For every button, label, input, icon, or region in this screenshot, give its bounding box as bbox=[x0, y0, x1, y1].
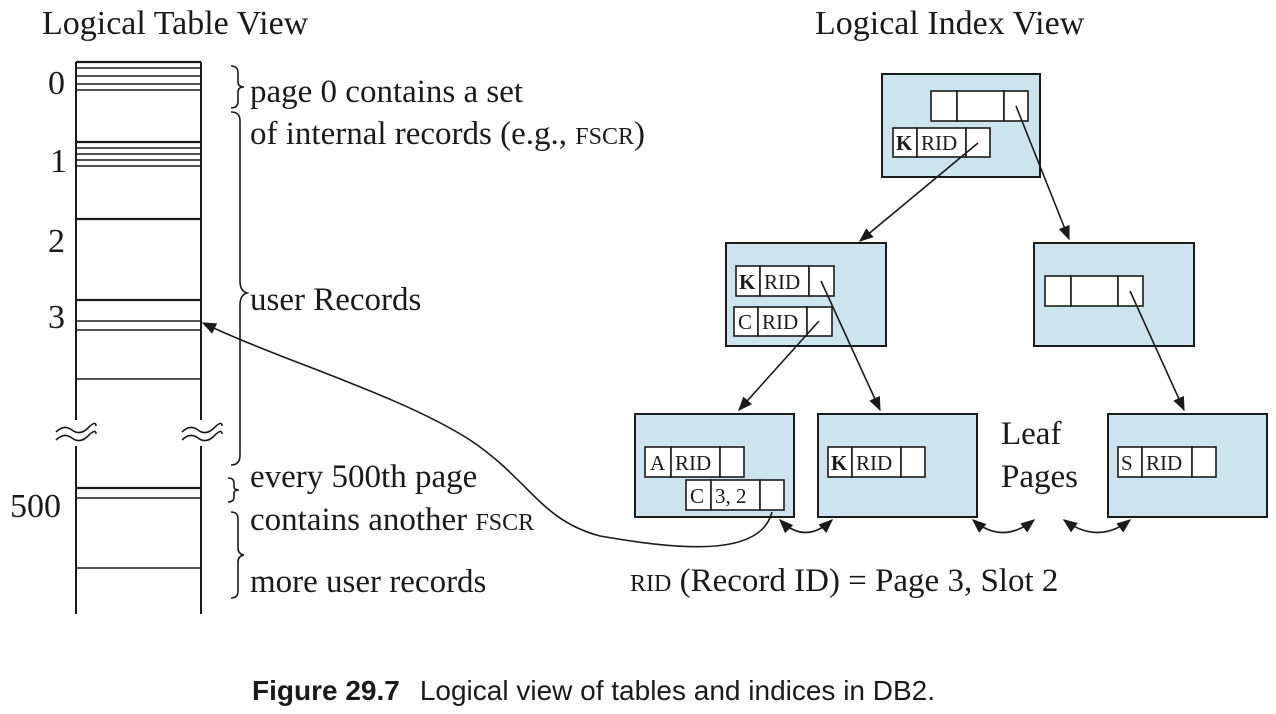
leaf1-key-2: C bbox=[690, 484, 704, 508]
note-user-records: user Records bbox=[250, 282, 421, 318]
root-key: K bbox=[896, 131, 913, 155]
root-node: K RID bbox=[881, 73, 1041, 178]
leaf-pages-label-line2: Pages bbox=[1001, 459, 1078, 495]
break-marks bbox=[55, 422, 223, 442]
note-page0-line2: of internal records (e.g., FSCR) bbox=[250, 116, 645, 152]
page-label-500: 500 bbox=[10, 488, 61, 525]
note-every500-line1: every 500th page bbox=[250, 459, 477, 495]
mid-left-key-1: K bbox=[739, 270, 756, 294]
leaf1-rid-2: 3, 2 bbox=[715, 484, 747, 508]
table-column bbox=[75, 60, 202, 614]
leaf2-rid: RID bbox=[856, 451, 892, 475]
index-view-heading: Logical Index View bbox=[815, 5, 1085, 42]
page-label-3: 3 bbox=[48, 299, 65, 336]
leaf3-key: S bbox=[1121, 451, 1133, 475]
leaf-sibling-links bbox=[778, 518, 1132, 534]
mid-left-rid-2: RID bbox=[762, 310, 798, 334]
leaf-pages-label-line1: Leaf bbox=[1001, 416, 1061, 452]
table-view-heading: Logical Table View bbox=[42, 5, 309, 42]
leaf-node-1: A RID C 3, 2 bbox=[634, 413, 795, 518]
rid-pointer-arrow bbox=[201, 322, 773, 548]
leaf-node-2: K RID bbox=[817, 413, 978, 518]
root-rid: RID bbox=[921, 131, 957, 155]
mid-left-rid-1: RID bbox=[764, 270, 800, 294]
rid-note: RID (Record ID) = Page 3, Slot 2 bbox=[630, 563, 1058, 599]
mid-left-node: K RID C RID bbox=[725, 242, 887, 347]
braces bbox=[227, 65, 250, 599]
leaf2-key: K bbox=[831, 451, 848, 475]
leaf1-rid-1: RID bbox=[675, 451, 711, 475]
tree-arrows bbox=[738, 105, 1185, 412]
mid-right-node bbox=[1033, 242, 1195, 347]
note-page0-line1: page 0 contains a set bbox=[250, 74, 523, 110]
leaf-node-3: S RID bbox=[1107, 413, 1268, 518]
mid-left-key-2: C bbox=[738, 310, 752, 334]
page-label-2: 2 bbox=[48, 223, 65, 260]
note-every500-line2: contains another FSCR bbox=[250, 502, 534, 538]
leaf3-rid: RID bbox=[1146, 451, 1182, 475]
page-label-1: 1 bbox=[50, 143, 67, 180]
page-label-0: 0 bbox=[48, 65, 65, 102]
leaf1-key-1: A bbox=[650, 451, 666, 475]
note-more-records: more user records bbox=[250, 564, 486, 600]
